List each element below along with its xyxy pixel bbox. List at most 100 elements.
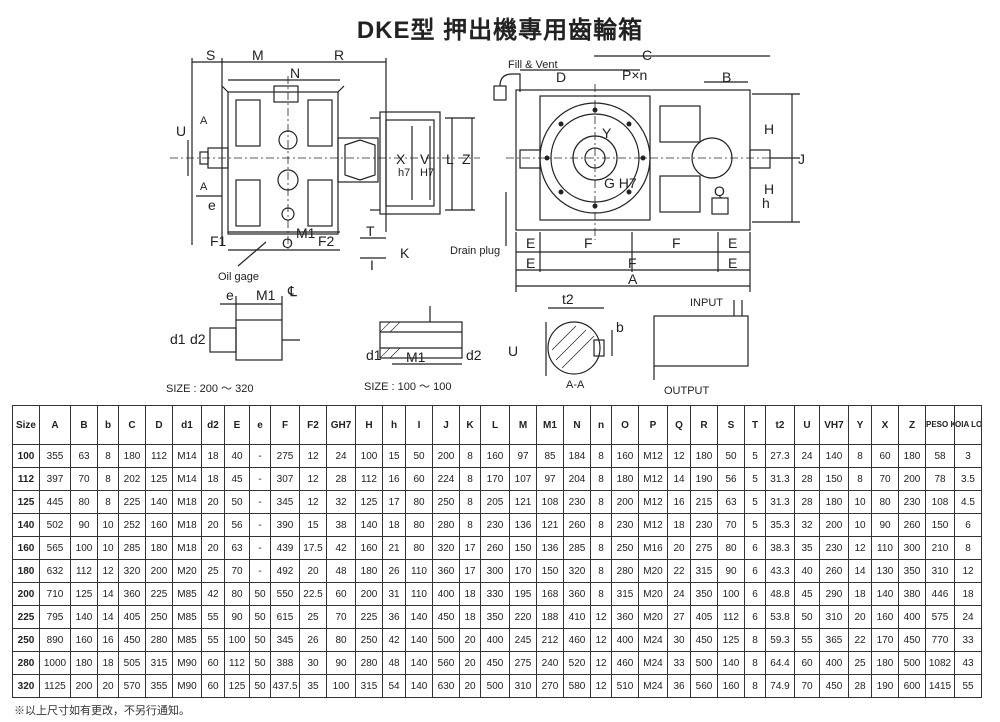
table-cell: 250: [145, 605, 173, 629]
table-cell: 32: [794, 513, 820, 537]
dim-F-1: F: [584, 235, 593, 251]
col-header-19: M: [509, 405, 537, 445]
table-cell: 80: [224, 582, 250, 606]
table-cell: 5: [744, 513, 766, 537]
table-cell: 160: [717, 674, 745, 698]
table-cell: 50: [794, 605, 820, 629]
table-cell: 26: [382, 559, 406, 583]
table-cell: M12: [638, 467, 668, 491]
table-cell: 360: [432, 559, 460, 583]
table-cell: M12: [638, 513, 668, 537]
table-cell: -: [249, 490, 271, 514]
table-cell: 107: [509, 467, 537, 491]
table-cell: 320: [432, 536, 460, 560]
table-cell: 14: [667, 467, 691, 491]
table-cell: 125: [70, 582, 98, 606]
table-cell: 31.3: [765, 467, 795, 491]
table-cell: 70: [70, 467, 98, 491]
table-cell: 80: [405, 536, 433, 560]
table-cell: 90: [717, 559, 745, 583]
table-cell: 450: [432, 605, 460, 629]
table-cell: 8: [744, 674, 766, 698]
table-cell: 54: [382, 674, 406, 698]
table-cell: 121: [536, 513, 564, 537]
table-cell: -: [249, 559, 271, 583]
table-cell: 140: [405, 605, 433, 629]
table-cell: 252: [118, 513, 146, 537]
table-cell: 125: [355, 490, 383, 514]
table-cell: 108: [536, 490, 564, 514]
dim-G: G H7: [604, 175, 637, 191]
table-cell: 439: [270, 536, 300, 560]
table-cell: 12: [848, 536, 872, 560]
table-cell: 202: [118, 467, 146, 491]
table-cell: 320: [563, 559, 591, 583]
table-cell: 60: [326, 582, 356, 606]
table-cell: 315: [355, 674, 383, 698]
tol-H7: H7: [420, 167, 434, 179]
table-cell: 20: [459, 628, 481, 652]
table-cell: 184: [563, 444, 591, 468]
col-header-36: OIA LOIO: [954, 405, 982, 445]
table-cell: 260: [898, 513, 926, 537]
table-cell: 180: [611, 467, 639, 491]
table-cell: 50: [405, 444, 433, 468]
dim-F1: F1: [210, 233, 227, 249]
table-cell: 230: [611, 513, 639, 537]
table-cell: 400: [432, 582, 460, 606]
table-cell: 5: [744, 490, 766, 514]
size-cell: 160: [12, 536, 40, 560]
table-cell: 112: [355, 467, 383, 491]
table-cell: 10: [97, 513, 119, 537]
section-U: U: [508, 343, 518, 359]
table-cell: 27.3: [765, 444, 795, 468]
table-cell: 32: [326, 490, 356, 514]
table-cell: 26: [299, 628, 327, 652]
section-mark-A-bottom: A: [200, 181, 208, 193]
table-cell: M24: [638, 674, 668, 698]
table-cell: 570: [118, 674, 146, 698]
size-cell: 112: [12, 467, 40, 491]
table-cell: M24: [638, 651, 668, 675]
col-header-21: N: [563, 405, 591, 445]
col-header-24: P: [638, 405, 668, 445]
table-cell: -: [249, 513, 271, 537]
table-cell: 315: [690, 559, 718, 583]
table-cell: 125: [224, 674, 250, 698]
table-cell: 20: [201, 490, 225, 514]
table-cell: 60: [201, 674, 225, 698]
table-cell: 150: [819, 467, 849, 491]
table-cell: 28: [848, 674, 872, 698]
table-cell: 8: [848, 467, 872, 491]
dim-Q: Q: [714, 183, 725, 199]
table-cell: 560: [432, 651, 460, 675]
table-cell: 50: [249, 582, 271, 606]
table-cell: 90: [326, 651, 356, 675]
table-cell: 36: [667, 674, 691, 698]
col-header-30: U: [794, 405, 820, 445]
table-cell: 437.5: [270, 674, 300, 698]
detail2-M1: M1: [406, 349, 426, 365]
table-cell: 50: [224, 490, 250, 514]
table-cell: 20: [848, 605, 872, 629]
col-header-16: J: [432, 405, 460, 445]
table-cell: 505: [118, 651, 146, 675]
table-cell: 200: [898, 467, 926, 491]
table-cell: 48.8: [765, 582, 795, 606]
col-header-28: T: [744, 405, 766, 445]
table-cell: 230: [563, 490, 591, 514]
table-cell: 160: [145, 513, 173, 537]
dim-O: O: [282, 235, 293, 251]
table-cell: 360: [118, 582, 146, 606]
table-cell: 140: [355, 513, 383, 537]
table-cell: 615: [270, 605, 300, 629]
detail1-d2: d2: [190, 331, 206, 347]
table-cell: 285: [563, 536, 591, 560]
page-title: DKE型 押出機專用齒輪箱: [356, 17, 644, 44]
table-cell: 710: [39, 582, 71, 606]
col-header-5: D: [145, 405, 173, 445]
table-cell: 400: [898, 605, 926, 629]
